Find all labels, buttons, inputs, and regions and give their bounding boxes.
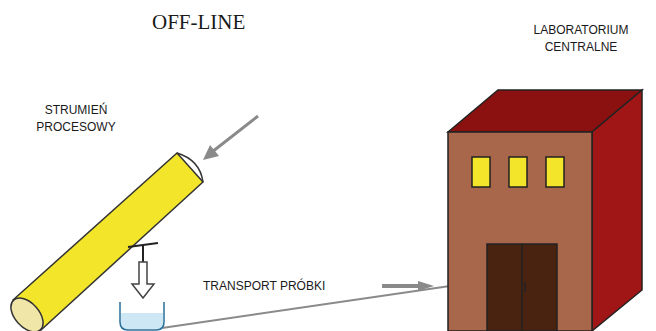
building-label: LABORATORIUM CENTRALNE [520, 22, 642, 56]
flow-arrow [212, 116, 258, 152]
sample-beaker [120, 302, 164, 330]
transport-arrow [382, 284, 420, 288]
process-pipe [5, 153, 203, 331]
pipe-label: STRUMIEŃ PROCESOWY [22, 102, 130, 136]
diagram-title: OFF-LINE [152, 10, 245, 35]
laboratory-building [448, 90, 642, 331]
transport-arrow-head [418, 281, 434, 291]
transport-label: TRANSPORT PRÓBKI [200, 278, 328, 295]
sampling-valve [128, 243, 158, 262]
sample-arrow [132, 262, 154, 298]
flow-arrow-head [203, 145, 219, 160]
